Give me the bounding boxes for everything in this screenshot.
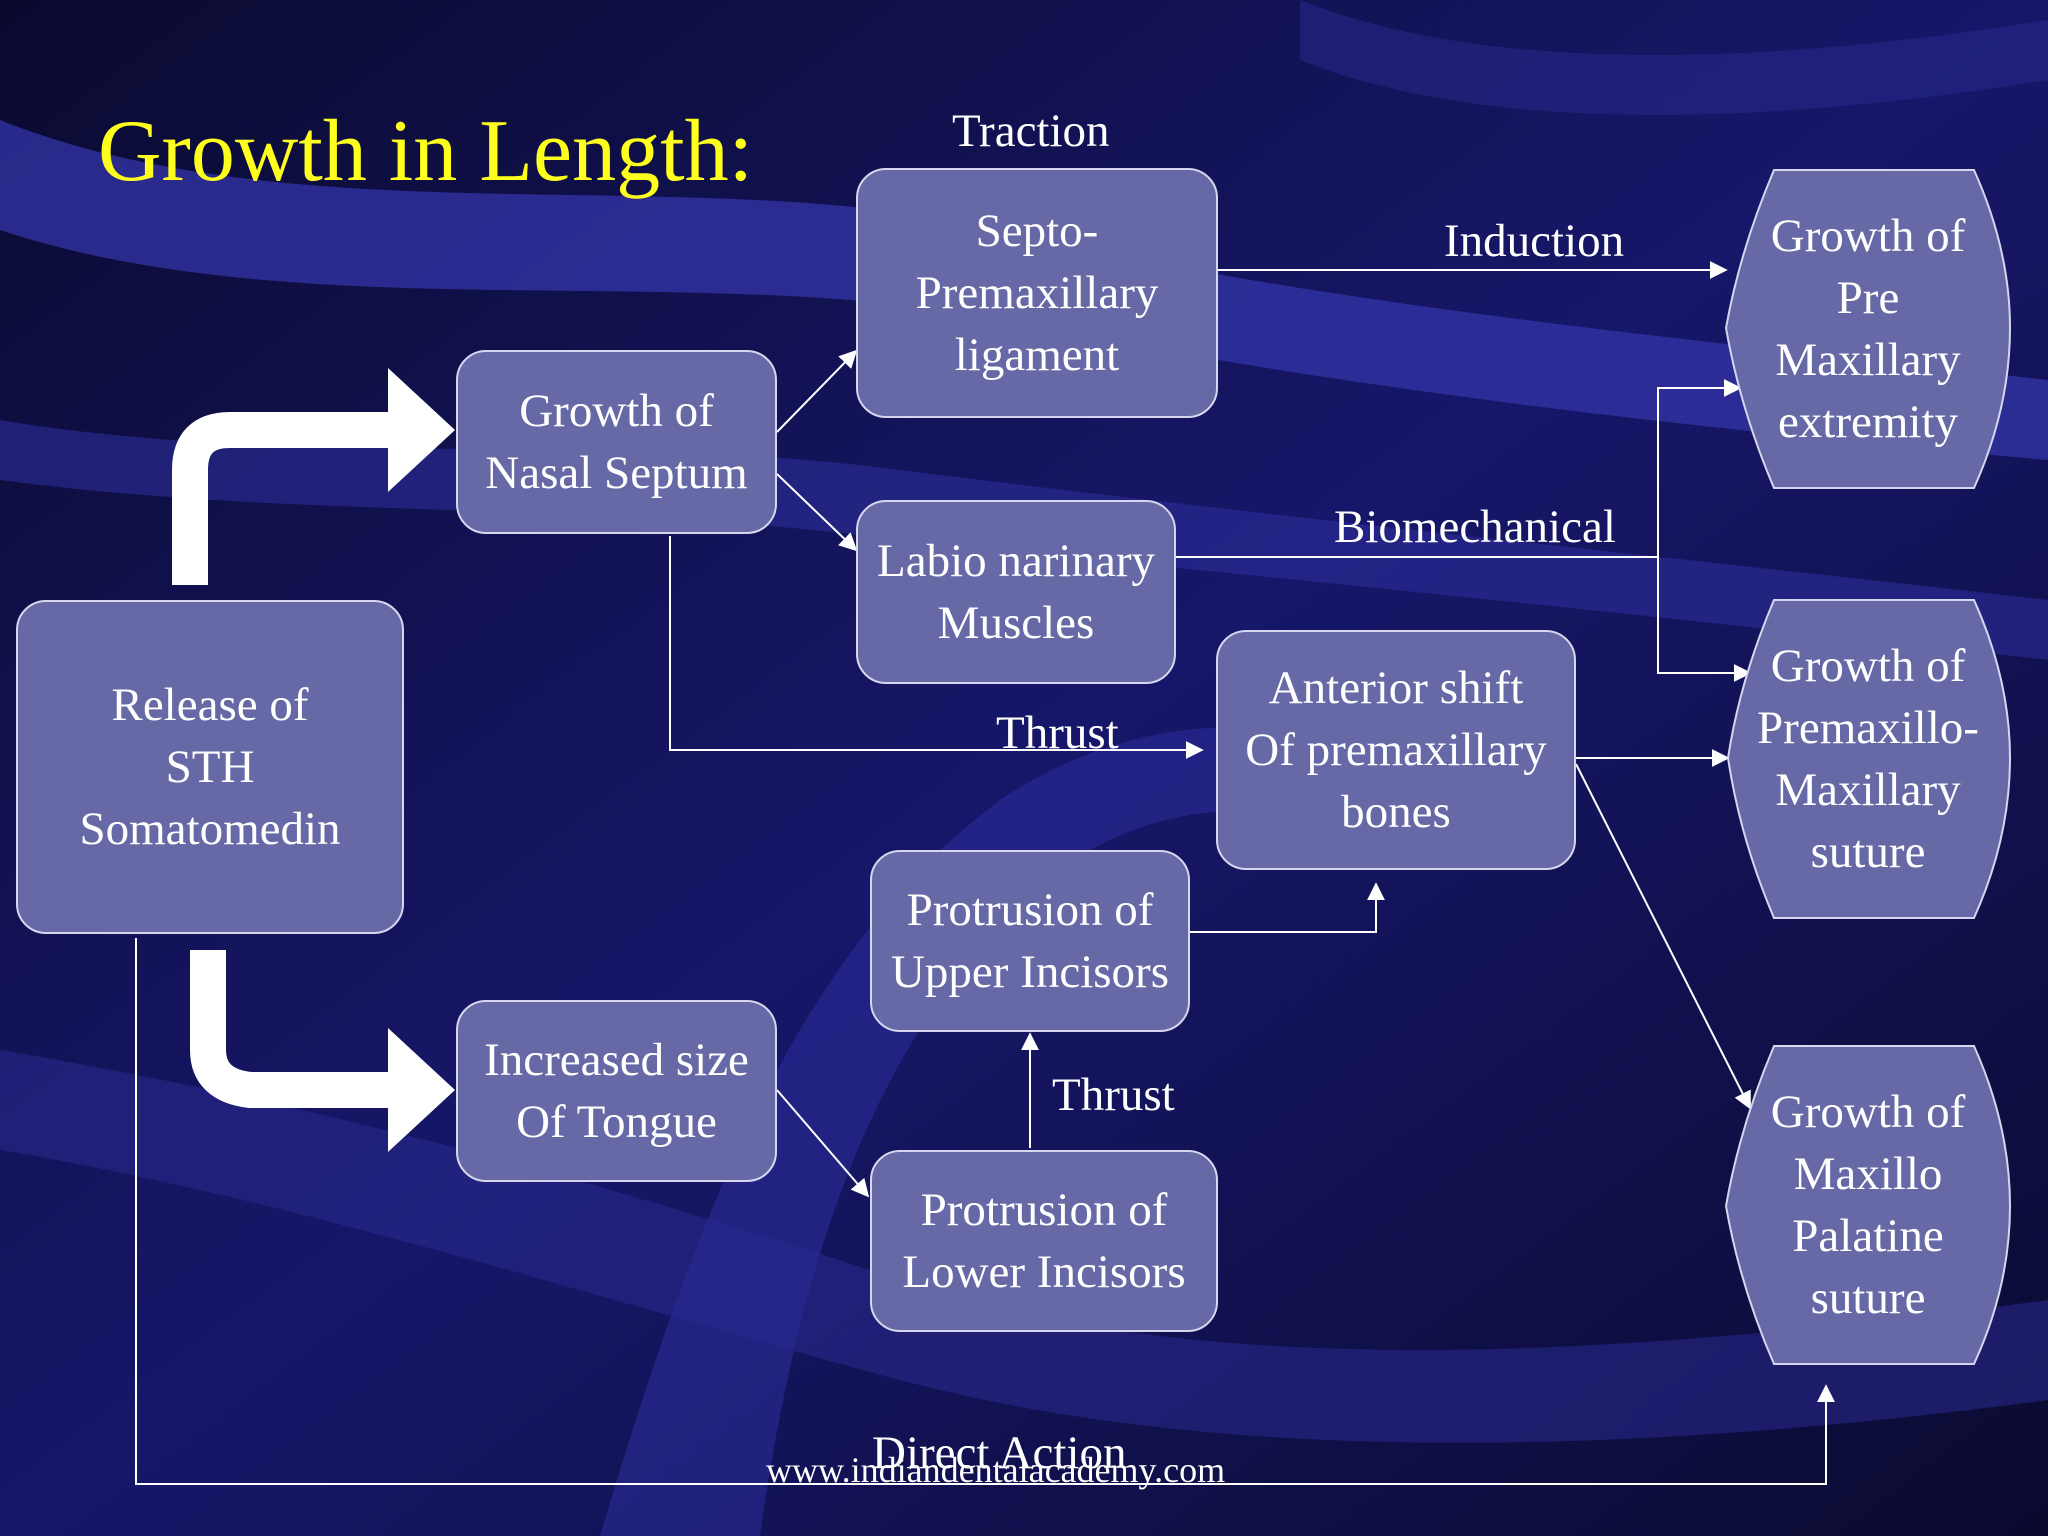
hex-shape-premaxillary-extremity	[1724, 169, 2012, 489]
node-release-sth: Release of STH Somatomedin	[16, 600, 404, 934]
node-septo-ligament: Septo- Premaxillary ligament	[856, 168, 1218, 418]
background-band	[0, 1050, 2048, 1443]
node-upper-incisors: Protrusion of Upper Incisors	[870, 850, 1190, 1032]
node-maxillo-palatine-label: Growth of Maxillo Palatine suture	[1770, 1086, 1966, 1324]
node-premaxillary-extremity-label: Growth of Pre Maxillary extremity	[1770, 210, 1966, 448]
node-tongue-label: Increased size Of Tongue	[484, 1034, 749, 1148]
node-tongue: Increased size Of Tongue	[456, 1000, 777, 1182]
arrow-septum-to-labio	[776, 473, 858, 552]
edge-label-traction: Traction	[952, 105, 1110, 157]
node-septo-ligament-label: Septo- Premaxillary ligament	[915, 205, 1159, 381]
edge-label-induction: Induction	[1444, 215, 1625, 267]
footer-website: www.indiandentalacademy.com	[766, 1450, 1226, 1490]
node-lower-incisors-label: Protrusion of Lower Incisors	[902, 1184, 1186, 1298]
arrow-shift-to-palatine	[1575, 763, 1751, 1110]
arrow-biomech-down	[1657, 557, 1752, 682]
arrow-septum-to-ligament	[776, 349, 858, 433]
node-labio-muscles: Labio narinary Muscles	[856, 500, 1176, 684]
background-band	[1300, 0, 2048, 115]
big-arrow-up-head	[388, 368, 455, 492]
big-arrow-down-head	[388, 1028, 455, 1152]
arrow-direct-action	[135, 938, 1835, 1485]
edge-label-biomechanical: Biomechanical	[1334, 501, 1616, 553]
hex-shape-premaxillo-suture	[1726, 599, 2012, 919]
edge-label-direct-action: Direct Action	[872, 1427, 1127, 1479]
node-anterior-shift-label: Anterior shift Of premaxillary bones	[1245, 662, 1547, 838]
big-arrow-up	[172, 412, 395, 585]
node-nasal-septum: Growth of Nasal Septum	[456, 350, 777, 534]
node-lower-incisors: Protrusion of Lower Incisors	[870, 1150, 1218, 1332]
arrow-tongue-to-lower	[776, 1089, 870, 1198]
node-premaxillary-extremity: Growth of Pre Maxillary extremity	[1726, 170, 2010, 488]
edge-label-thrust-upper: Thrust	[996, 707, 1119, 759]
arrow-septum-thrust	[669, 536, 1204, 759]
slide-title: Growth in Length:	[98, 103, 754, 200]
node-release-sth-label: Release of STH Somatomedin	[79, 679, 341, 855]
node-anterior-shift: Anterior shift Of premaxillary bones	[1216, 630, 1576, 870]
node-premaxillo-suture: Growth of Premaxillo- Maxillary suture	[1726, 600, 2010, 918]
node-upper-incisors-label: Protrusion of Upper Incisors	[890, 884, 1169, 998]
big-arrow-down	[190, 950, 395, 1108]
node-nasal-septum-label: Growth of Nasal Septum	[485, 385, 748, 499]
edge-label-thrust-lower: Thrust	[1052, 1069, 1175, 1121]
node-labio-muscles-label: Labio narinary Muscles	[877, 535, 1155, 649]
arrow-upper-to-shift	[1190, 882, 1385, 933]
node-premaxillo-suture-label: Growth of Premaxillo- Maxillary suture	[1757, 640, 1979, 878]
node-maxillo-palatine: Growth of Maxillo Palatine suture	[1726, 1046, 2010, 1364]
hex-shape-maxillo-palatine	[1724, 1045, 2012, 1365]
arrow-biomech-up	[1657, 379, 1742, 557]
